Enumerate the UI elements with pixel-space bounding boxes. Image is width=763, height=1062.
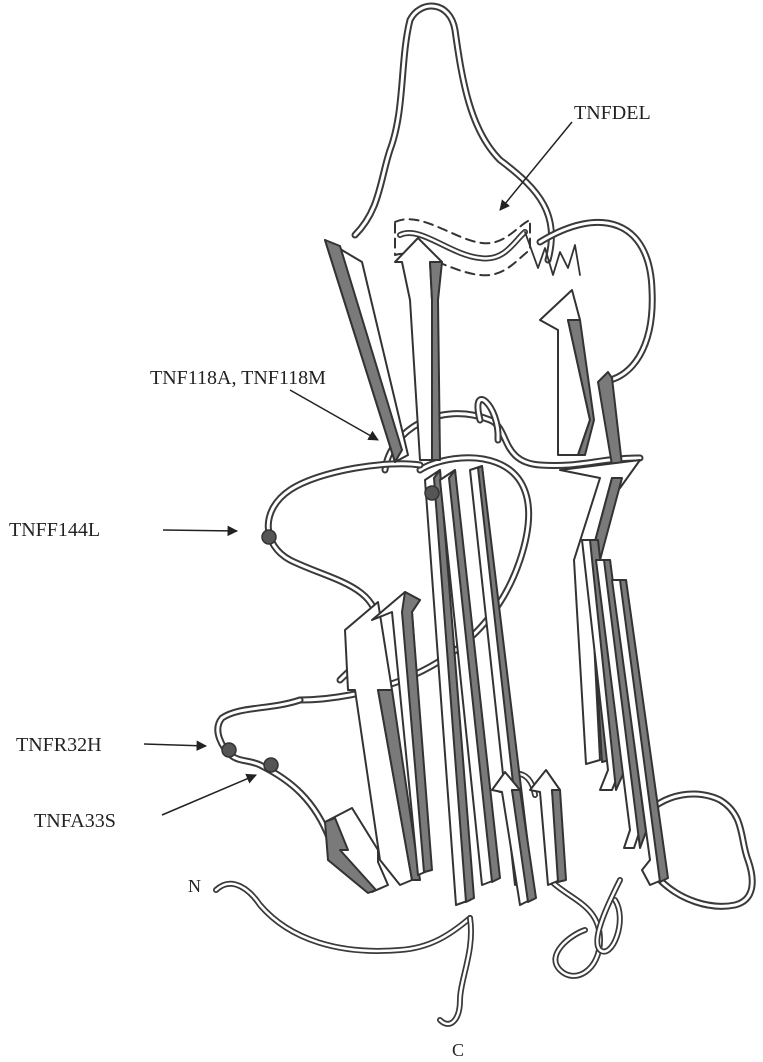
arrow-r32h: [144, 744, 206, 746]
strand-left-top: [325, 240, 408, 462]
arrow-f144l: [163, 530, 237, 531]
marker-118: [425, 486, 439, 500]
marker-f144l: [262, 530, 276, 544]
label-tnf-a33s: TNFA33S: [34, 810, 116, 832]
arrow-tnf118: [290, 390, 378, 440]
label-c-terminus: C: [452, 1040, 464, 1060]
marker-r32h: [222, 743, 236, 757]
right-loop: [540, 222, 652, 380]
label-tnfdel: TNFDEL: [574, 102, 651, 124]
label-tnf-r32h: TNFR32H: [16, 734, 102, 756]
arrow-a33s: [162, 775, 256, 815]
bottom-right-loops: [550, 880, 620, 976]
beta-strands: [325, 238, 668, 905]
top-loop: [355, 6, 551, 260]
strand-right-fan: [560, 460, 668, 885]
strand-right-upper: [540, 290, 622, 465]
label-n-terminus: N: [188, 876, 201, 896]
label-tnf118: TNF118A, TNF118M: [150, 367, 326, 389]
label-tnf-f144l: TNFF144L: [9, 519, 100, 541]
marker-a33s: [264, 758, 278, 772]
n-terminus-tail: [216, 884, 470, 951]
